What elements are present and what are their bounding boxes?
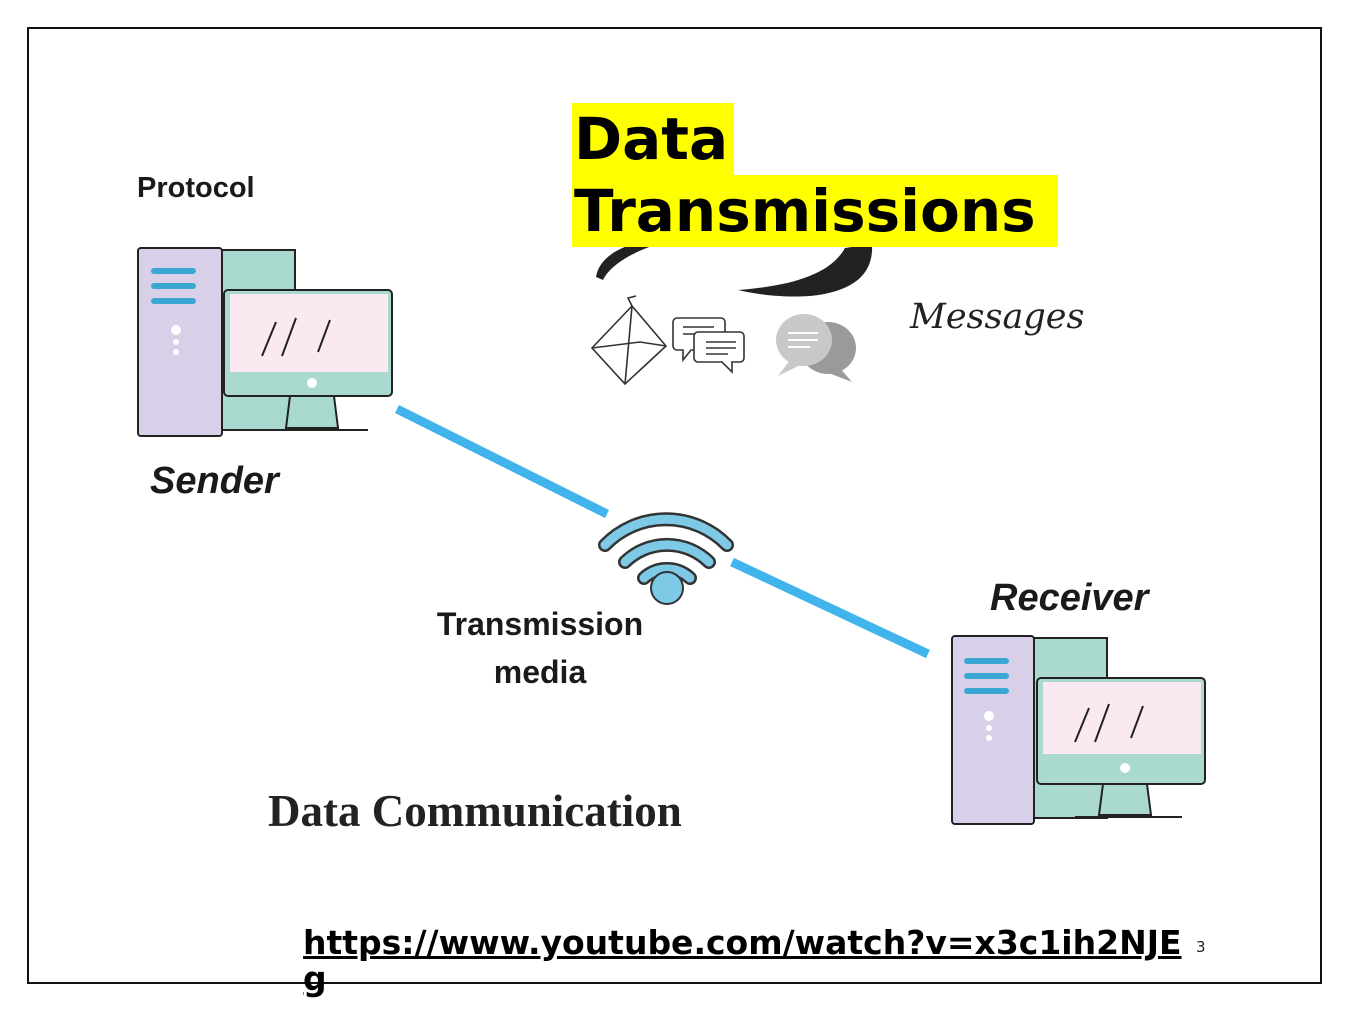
- slide-title: Data Transmissions: [572, 103, 1058, 247]
- swoosh-right: [738, 244, 873, 297]
- sender-computer-icon: [137, 247, 393, 437]
- data-communication-label: Data Communication: [268, 786, 682, 836]
- title-line-2: Transmissions: [572, 175, 1058, 247]
- sender-label: Sender: [150, 460, 279, 502]
- link-line-sender: [394, 404, 610, 519]
- envelope-icon: [590, 295, 668, 386]
- protocol-label: Protocol: [137, 172, 255, 204]
- wifi-icon: [598, 512, 734, 605]
- transmission-media-label: Transmission media: [436, 606, 644, 690]
- chat-bubbles-icon: [776, 314, 856, 382]
- slide-frame: [27, 27, 1322, 984]
- page-number: 3: [1196, 938, 1206, 956]
- title-line-1: Data: [572, 103, 735, 175]
- messages-label: Messages: [910, 297, 1085, 337]
- chat-messages-icon: [672, 317, 745, 374]
- link-line-receiver: [730, 557, 930, 659]
- receiver-label: Receiver: [990, 577, 1149, 619]
- receiver-computer-icon: [951, 635, 1206, 825]
- swoosh-left: [596, 239, 672, 280]
- youtube-link[interactable]: https://www.youtube.com/watch?v=x3c1ih2N…: [303, 923, 1182, 998]
